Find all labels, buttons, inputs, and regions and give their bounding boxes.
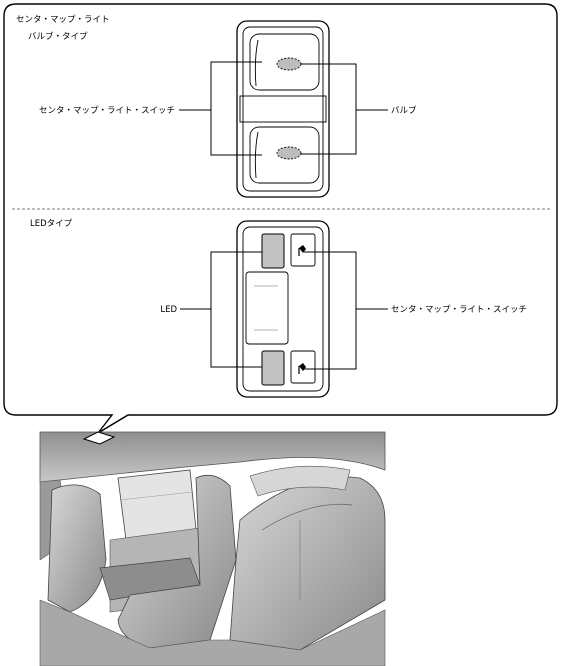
lower-bulb: [276, 146, 302, 160]
led-type-title: LEDタイプ: [30, 219, 73, 229]
led-type-section: LEDタイプ: [30, 219, 527, 398]
bulb-switch-leader: [179, 61, 262, 156]
led-type-light-unit: [236, 220, 330, 398]
led-switch-leader: [304, 251, 388, 370]
third-row-seat: [229, 476, 386, 651]
bulb-switch-label: センタ・マップ・ライト・スイッチ: [39, 106, 175, 116]
bulb-type-light-unit: [236, 20, 330, 198]
vehicle-interior-illustration: [39, 431, 386, 666]
upper-led: [261, 233, 285, 269]
map-light-location: [82, 431, 116, 445]
led-switch-label: センタ・マップ・ライト・スイッチ: [391, 305, 527, 315]
side-window: [117, 469, 197, 541]
led-label: LED: [160, 305, 177, 315]
bulb-label: バルブ: [391, 105, 417, 116]
bulb-type-section: センタ・マップ・ライト バルブ・タイプ センタ・マップ・ライト・スイッチ: [16, 15, 417, 198]
bulb-type-title-line1: センタ・マップ・ライト: [16, 15, 110, 25]
hand-press-icon: [298, 245, 306, 256]
led-leader: [180, 251, 262, 368]
callout-box: [3, 3, 558, 434]
front-seat-left: [47, 484, 107, 613]
upper-switch-button: [290, 233, 316, 267]
upper-bulb: [276, 57, 302, 71]
bulb-type-title-line2: バルブ・タイプ: [28, 31, 88, 42]
bulb-leader: [301, 63, 388, 155]
lower-led: [261, 350, 285, 386]
